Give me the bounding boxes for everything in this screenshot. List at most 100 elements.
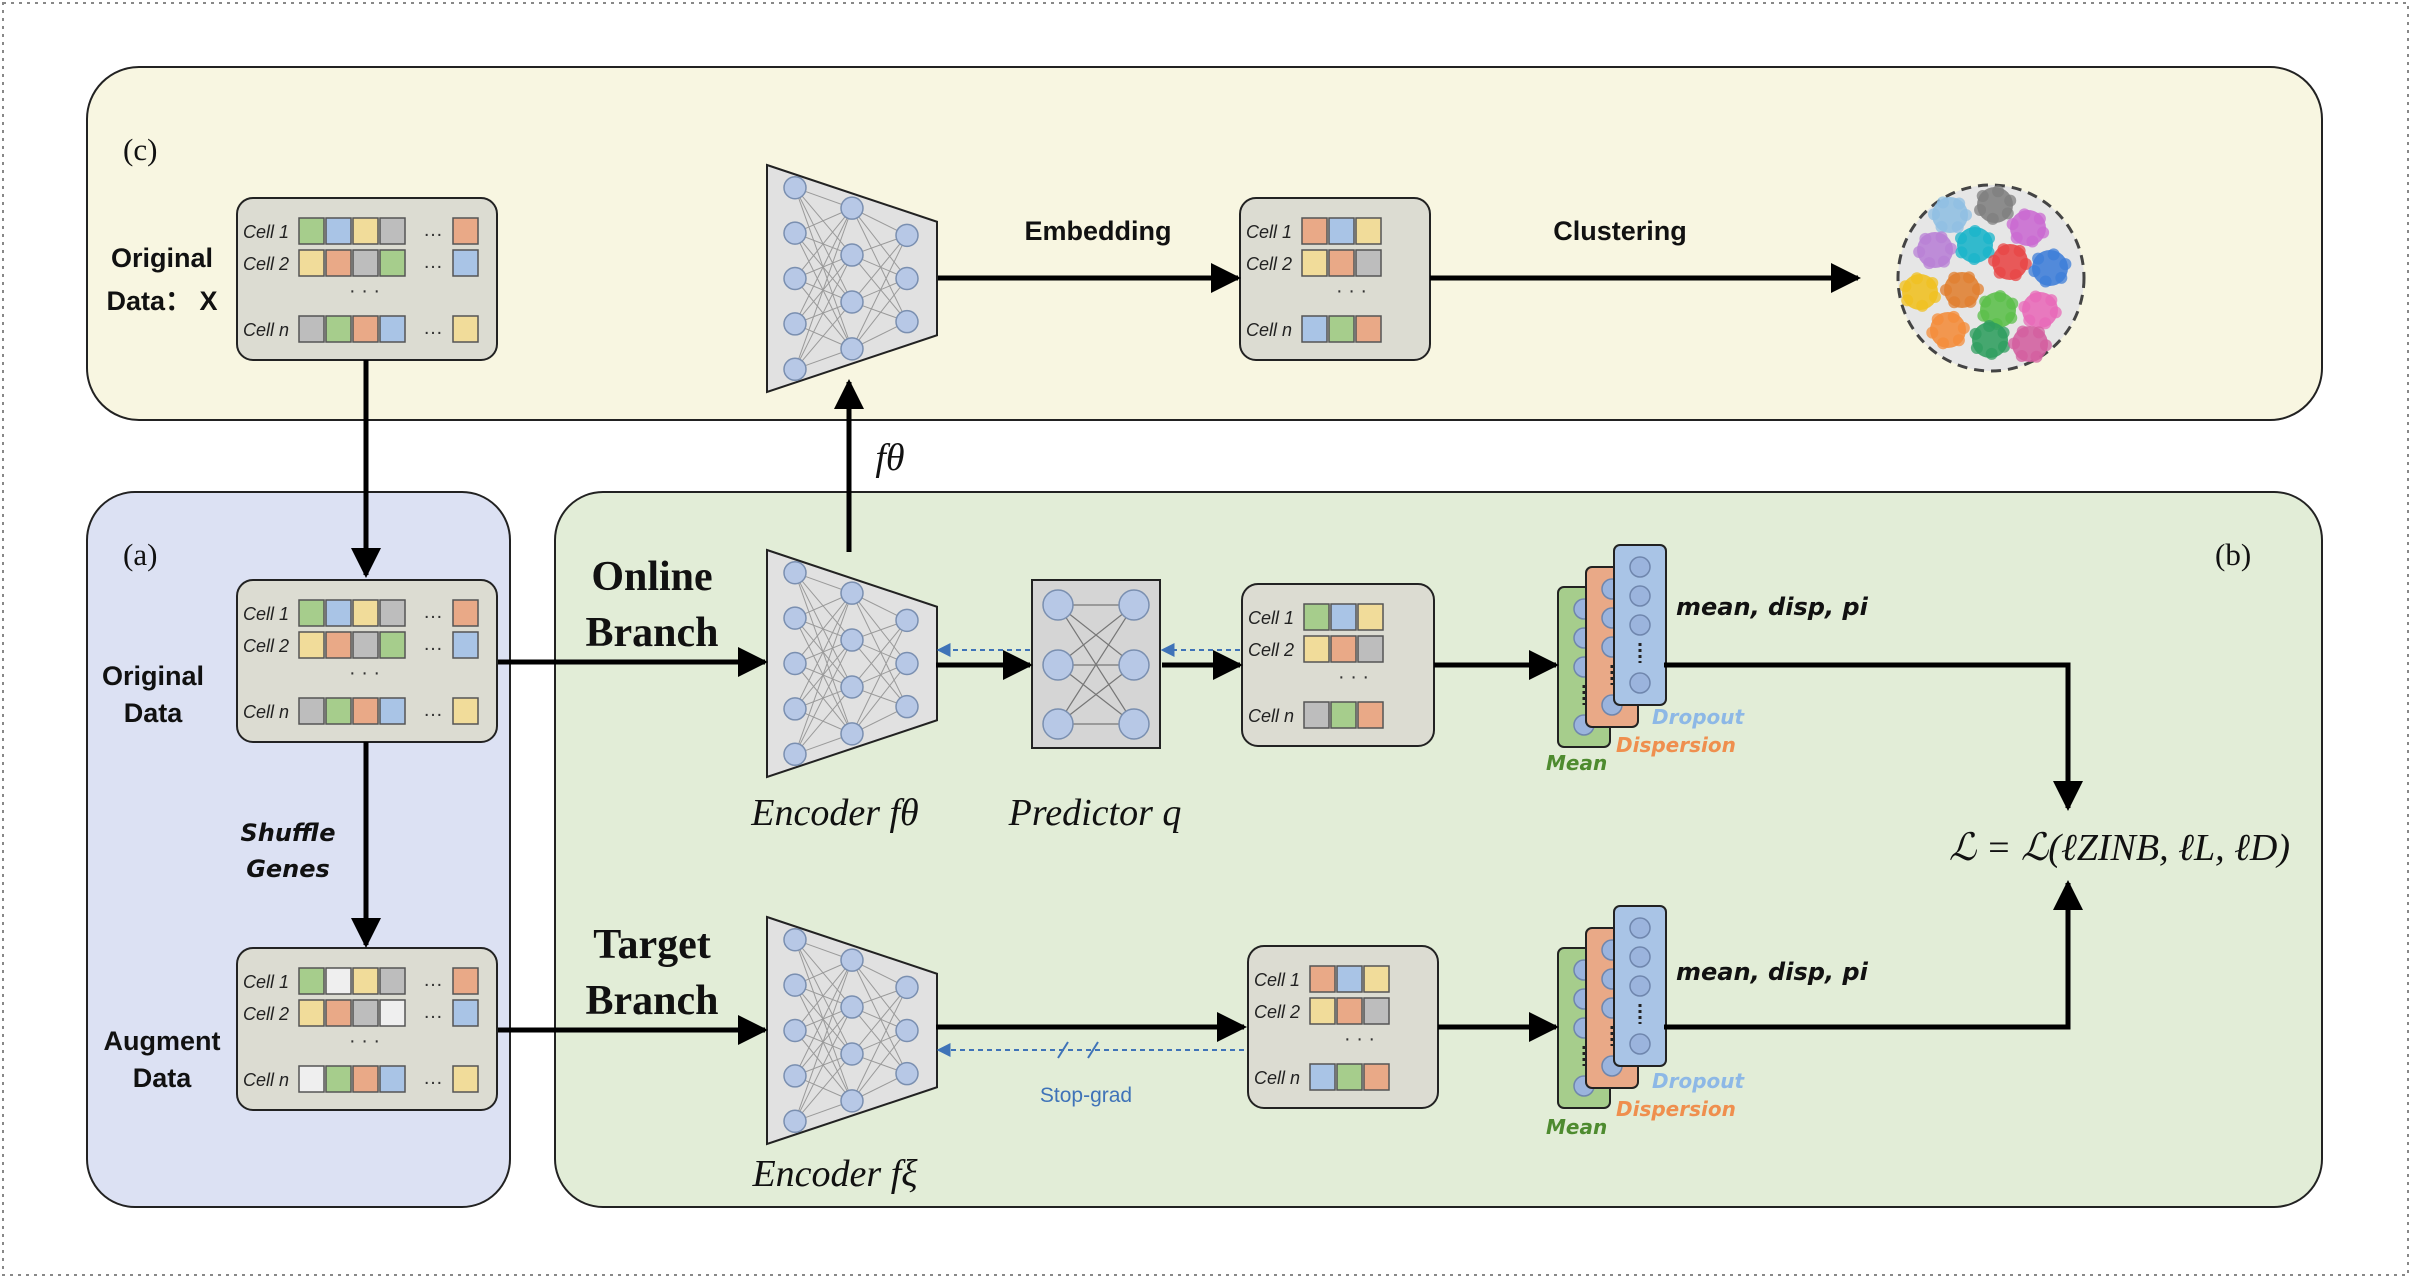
edge [794,959,853,1122]
gene-cell [1301,217,1328,245]
cell-label: Cell 1 [243,222,289,242]
cluster-point [2039,339,2052,352]
neuron [895,1061,919,1086]
clustering-label: Clustering [1553,216,1687,246]
neuron [1118,649,1150,681]
target-mean-label: Mean [1546,1115,1607,1139]
row-ellipsis: … [423,633,443,655]
panel-c-label: (c) [123,132,157,167]
gene-cell [1303,603,1330,631]
cluster-point [2033,212,2046,225]
row-ellipsis: … [423,219,443,241]
edge [794,207,853,325]
cell-label: Cell n [1248,706,1294,726]
gene-cell [379,249,406,277]
matrix-ellipsis: · · · [349,280,380,302]
gene-cell [1303,635,1330,663]
gene-cell [379,631,406,659]
neuron [1042,649,1074,681]
cluster-point [2008,337,2021,350]
gene-cell [1301,315,1328,343]
cell-label: Cell 2 [243,1004,289,1024]
row-ellipsis: … [423,601,443,623]
edge [851,987,908,1055]
edge [794,592,853,755]
cell-label: Cell n [1246,320,1292,340]
cluster-point [1944,242,1957,255]
neuron [895,975,919,1000]
cluster-point [2059,258,2072,271]
target-branch-label-2: Branch [585,978,718,1024]
gene-cell [379,1065,406,1093]
cluster-point [1951,221,1964,234]
cluster-point [1936,196,1949,209]
neuron [840,337,864,361]
gene-cell [298,217,325,245]
cluster-point [2039,275,2052,288]
cluster-point [2006,297,2019,310]
edge [794,187,853,303]
neuron [895,1018,919,1043]
edge [794,617,853,688]
predictor-network [1031,579,1161,749]
neuron [1629,585,1651,607]
cell-label: Cell 2 [1254,1002,1300,1022]
gene-cell [1328,249,1355,277]
cell-label: Cell n [243,320,289,340]
shuffle-label-2: Genes [246,855,330,883]
gene-cell [352,1065,379,1093]
matrix-ellipsis: · · · [349,662,380,684]
cluster-point [1969,225,1981,237]
cell-label: Cell 1 [1248,608,1294,628]
neuron [840,628,864,652]
neuron [840,290,864,314]
neuron [1629,917,1651,939]
edge [794,984,853,1102]
edge [794,232,853,303]
gene-cell [352,999,379,1027]
cluster-point [1935,220,1948,233]
neuron [1629,614,1651,636]
cluster-point [1948,296,1961,309]
panel-a-label: (a) [123,537,157,572]
gene-cell [352,631,379,659]
target-outputs-label: mean, disp, pi [1676,958,1869,986]
encoder-trapezoid-top [766,163,938,394]
matrix-ellipsis: · · · [1338,666,1369,688]
cluster-point [1955,232,1968,245]
gene-cell [1330,603,1357,631]
online-mean-label: Mean [1546,751,1607,775]
neuron [895,694,919,719]
gene-cell [379,967,406,995]
gene-cell [325,249,352,277]
stop-grad-label: Stop-grad [1040,1084,1132,1107]
gene-cell [452,217,479,245]
encoder-body [766,915,938,1146]
matrix-ellipsis: · · · [1336,280,1367,302]
gene-cell [352,599,379,627]
neuron [1118,589,1150,621]
gene-cell [1309,997,1336,1025]
cell-label: Cell 2 [243,254,289,274]
gene-cell [1357,603,1384,631]
f-theta-label: fθ [875,437,904,479]
edge [851,663,908,735]
neuron [783,175,807,200]
edge [851,592,908,707]
edge [851,235,908,303]
neuron [783,357,807,382]
cluster-point [1986,212,1999,225]
gene-cell [325,1065,352,1093]
online-branch-label-1: Online [591,554,712,600]
gene-cell [352,315,379,343]
gene-cell [352,697,379,725]
row-ellipsis: … [423,1001,443,1023]
edge [851,959,908,1031]
neuron [783,1018,807,1043]
neuron [840,675,864,699]
cluster-point [1993,266,2006,279]
gene-cell [1363,997,1390,1025]
neuron [1629,672,1651,694]
edge [794,232,853,350]
cluster-point [2029,290,2042,303]
